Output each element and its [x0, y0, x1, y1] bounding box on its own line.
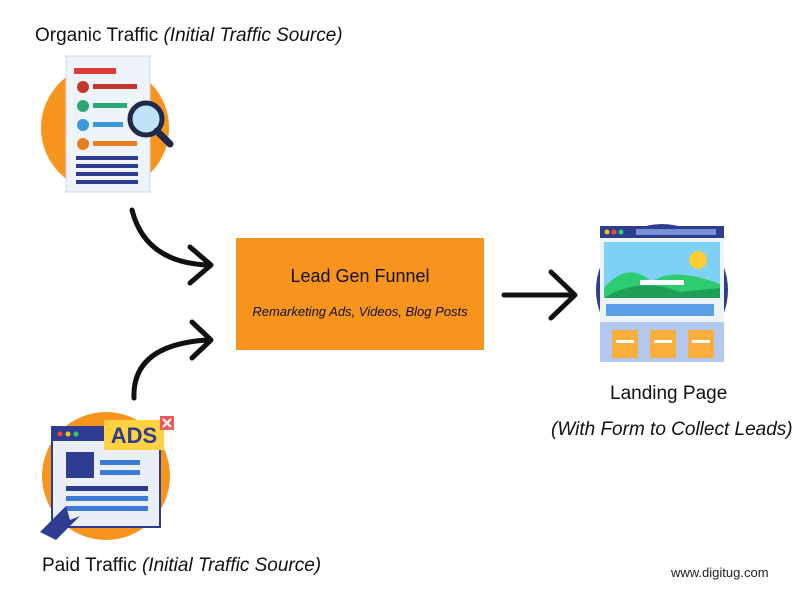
- paid-traffic-note: (Initial Traffic Source): [141, 555, 322, 576]
- landing-page-note: (With Form to Collect Leads): [551, 419, 793, 440]
- watermark: www.digitug.com: [671, 565, 769, 580]
- straight-arrow-right-icon: [501, 269, 578, 321]
- organic-traffic-title: Organic Traffic: [35, 25, 159, 46]
- funnel-title: Lead Gen Funnel: [290, 266, 430, 286]
- organic-traffic-label: Organic Traffic (Initial Traffic Source): [35, 25, 343, 47]
- curved-arrow-up-icon: [131, 319, 214, 401]
- landing-page-label: Landing Page: [610, 383, 728, 404]
- curved-arrow-down-icon: [129, 207, 214, 286]
- ads-browser-icon: [40, 412, 174, 540]
- paid-traffic-label: Paid Traffic (Initial Traffic Source): [42, 555, 321, 577]
- landing-page-icon: [596, 224, 728, 362]
- ads-badge-text: ADS: [111, 423, 157, 448]
- organic-traffic-note: (Initial Traffic Source): [163, 25, 343, 46]
- lead-gen-funnel-box: Lead Gen Funnel Remarketing Ads, Videos,…: [236, 238, 484, 350]
- funnel-subtitle: Remarketing Ads, Videos, Blog Posts: [252, 304, 468, 319]
- search-document-icon: [41, 55, 174, 193]
- paid-traffic-title: Paid Traffic: [42, 555, 137, 576]
